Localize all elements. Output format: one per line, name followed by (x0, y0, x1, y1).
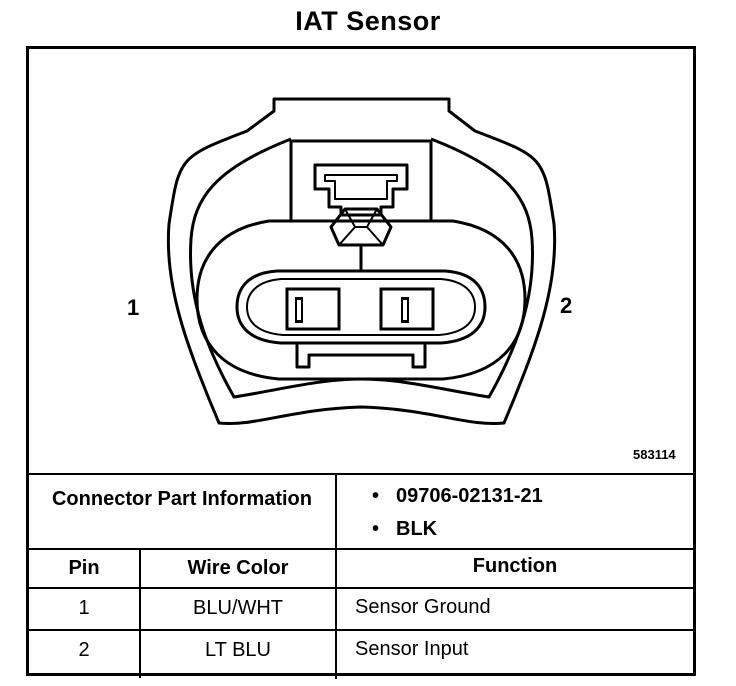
connector-housing-outline (166, 97, 557, 426)
connector-color: BLK (396, 518, 438, 540)
row-1-pin: 1 (78, 597, 90, 619)
pin-2-label: 2 (560, 293, 573, 318)
table-top-rule (29, 473, 693, 475)
row-1-wire-color: BLU/WHT (193, 597, 283, 619)
row-rule-2 (29, 629, 693, 631)
header-wire-color: Wire Color (187, 557, 289, 579)
header-pin: Pin (68, 557, 100, 579)
figure-number: 583114 (633, 447, 676, 462)
connector-frame: 1 2 583114 Connector Part Information Pi… (26, 46, 696, 679)
column-divider-wire (139, 548, 141, 678)
terminal-cavity (235, 269, 487, 345)
row-2-function: Sensor Input (355, 638, 469, 660)
connector-detail-item: •BLK (372, 518, 438, 540)
header-function: Function (472, 555, 558, 577)
header-rule (29, 548, 693, 550)
terminal-band-outer (195, 219, 527, 381)
terminal-1 (285, 287, 341, 331)
column-divider-function (335, 473, 337, 679)
terminal-2 (379, 287, 435, 331)
pin-1-label: 1 (127, 295, 140, 320)
row-rule-1 (29, 587, 693, 589)
connector-part-number: 09706-02131-21 (396, 485, 543, 507)
connector-info-header: Connector Part Information (51, 488, 312, 510)
connector-illustration (166, 97, 557, 426)
connector-details: •09706-02131-21 •BLK (372, 480, 543, 546)
row-2-wire-color: LT BLU (205, 639, 271, 661)
row-2-pin: 2 (78, 639, 90, 661)
row-1-function: Sensor Ground (355, 596, 491, 618)
diagram-title: IAT Sensor (295, 6, 441, 36)
lock-tab-housing (289, 139, 433, 221)
connector-detail-item: •09706-02131-21 (372, 485, 543, 507)
